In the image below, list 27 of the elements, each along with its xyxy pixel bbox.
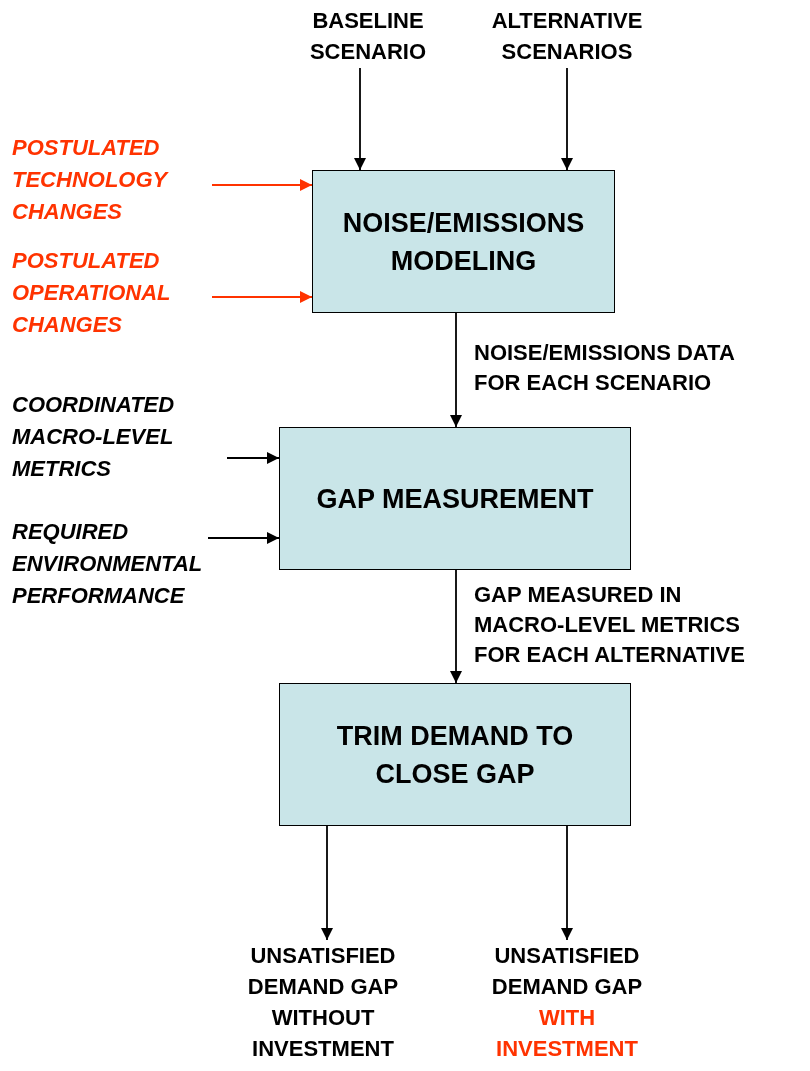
output-label: WITH INVESTMENT [495, 1004, 639, 1063]
output-label: UNSATISFIED DEMAND GAP WITHOUT INVESTMENT [246, 942, 400, 1063]
arrow [321, 825, 333, 941]
arrow [561, 825, 573, 941]
arrow [207, 532, 280, 544]
input-label: ALTERNATIVE SCENARIOS [490, 7, 644, 66]
box-label: NOISE/EMISSIONS MODELING [342, 206, 585, 278]
process-box [312, 170, 615, 313]
output-label: UNSATISFIED DEMAND GAP [490, 942, 644, 1001]
input-label: REQUIRED ENVIRONMENTAL PERFORMANCE [12, 518, 203, 610]
input-label: POSTULATED OPERATIONAL CHANGES [12, 247, 172, 339]
edge-label: GAP MEASURED IN MACRO-LEVEL METRICS FOR EACH ALTERNATIVE [474, 581, 746, 669]
input-label: POSTULATED TECHNOLOGY CHANGES [12, 134, 170, 226]
arrow [226, 452, 280, 464]
edge-label: NOISE/EMISSIONS DATA FOR EACH SCENARIO [474, 339, 735, 397]
arrow [354, 67, 366, 171]
process-box [279, 427, 631, 570]
arrow [211, 179, 313, 191]
input-label: BASELINE SCENARIO [308, 7, 428, 66]
process-box [279, 683, 631, 826]
arrow [450, 312, 462, 428]
input-label: COORDINATED MACRO-LEVEL METRICS [12, 391, 176, 483]
box-label: GAP MEASUREMENT [316, 482, 594, 516]
arrow [450, 569, 462, 684]
box-label: TRIM DEMAND TO CLOSE GAP [335, 719, 575, 791]
arrow [561, 67, 573, 171]
arrow [211, 291, 313, 303]
